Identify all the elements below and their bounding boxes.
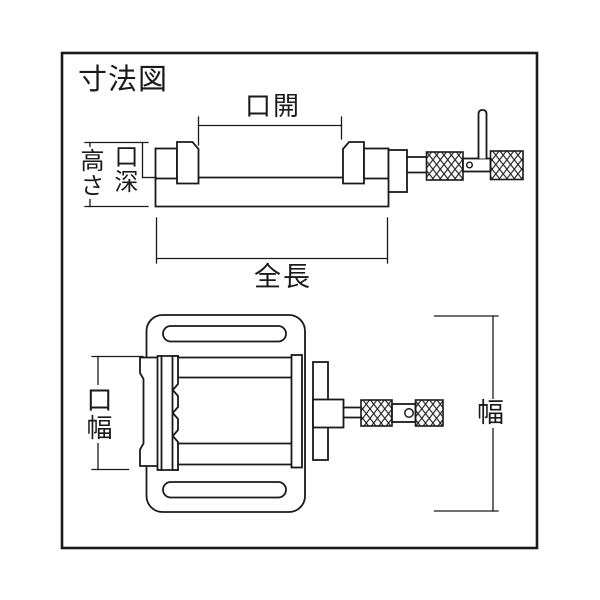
plan-right-jaw-plate (290, 354, 303, 469)
label-jaw-opening: 口開 (245, 91, 302, 121)
right-jaw-step (363, 147, 390, 180)
label-overall-length: 全長 (254, 262, 312, 292)
plan-knurled-knob (414, 399, 444, 427)
left-jaw-block (176, 141, 200, 185)
plan-left-slide (139, 356, 159, 467)
right-jaw-block (342, 141, 365, 185)
plan-handle-hub (391, 403, 417, 423)
plan-spindle-bearing (312, 398, 345, 429)
mount-slot-bottom (162, 481, 287, 499)
figure-title: 寸法図 (78, 64, 169, 96)
label-jaw-width: 口幅 (83, 385, 113, 443)
left-jaw-slide (154, 147, 178, 180)
mount-slot-top (162, 325, 287, 343)
label-height: 高さ (76, 147, 103, 199)
handle-rod (477, 109, 488, 160)
plan-view (139, 314, 444, 513)
side-view (154, 109, 524, 208)
spindle-housing (387, 149, 408, 193)
label-jaw-depth: 口深 (110, 144, 137, 194)
knurled-sleeve (425, 151, 464, 181)
vise-body-outline (154, 177, 390, 208)
plan-knurled-sleeve (360, 399, 393, 427)
knurled-knob (489, 150, 524, 181)
label-width: 幅 (477, 398, 504, 428)
plan-handle-hole (404, 408, 414, 418)
handle-hole (466, 161, 474, 169)
